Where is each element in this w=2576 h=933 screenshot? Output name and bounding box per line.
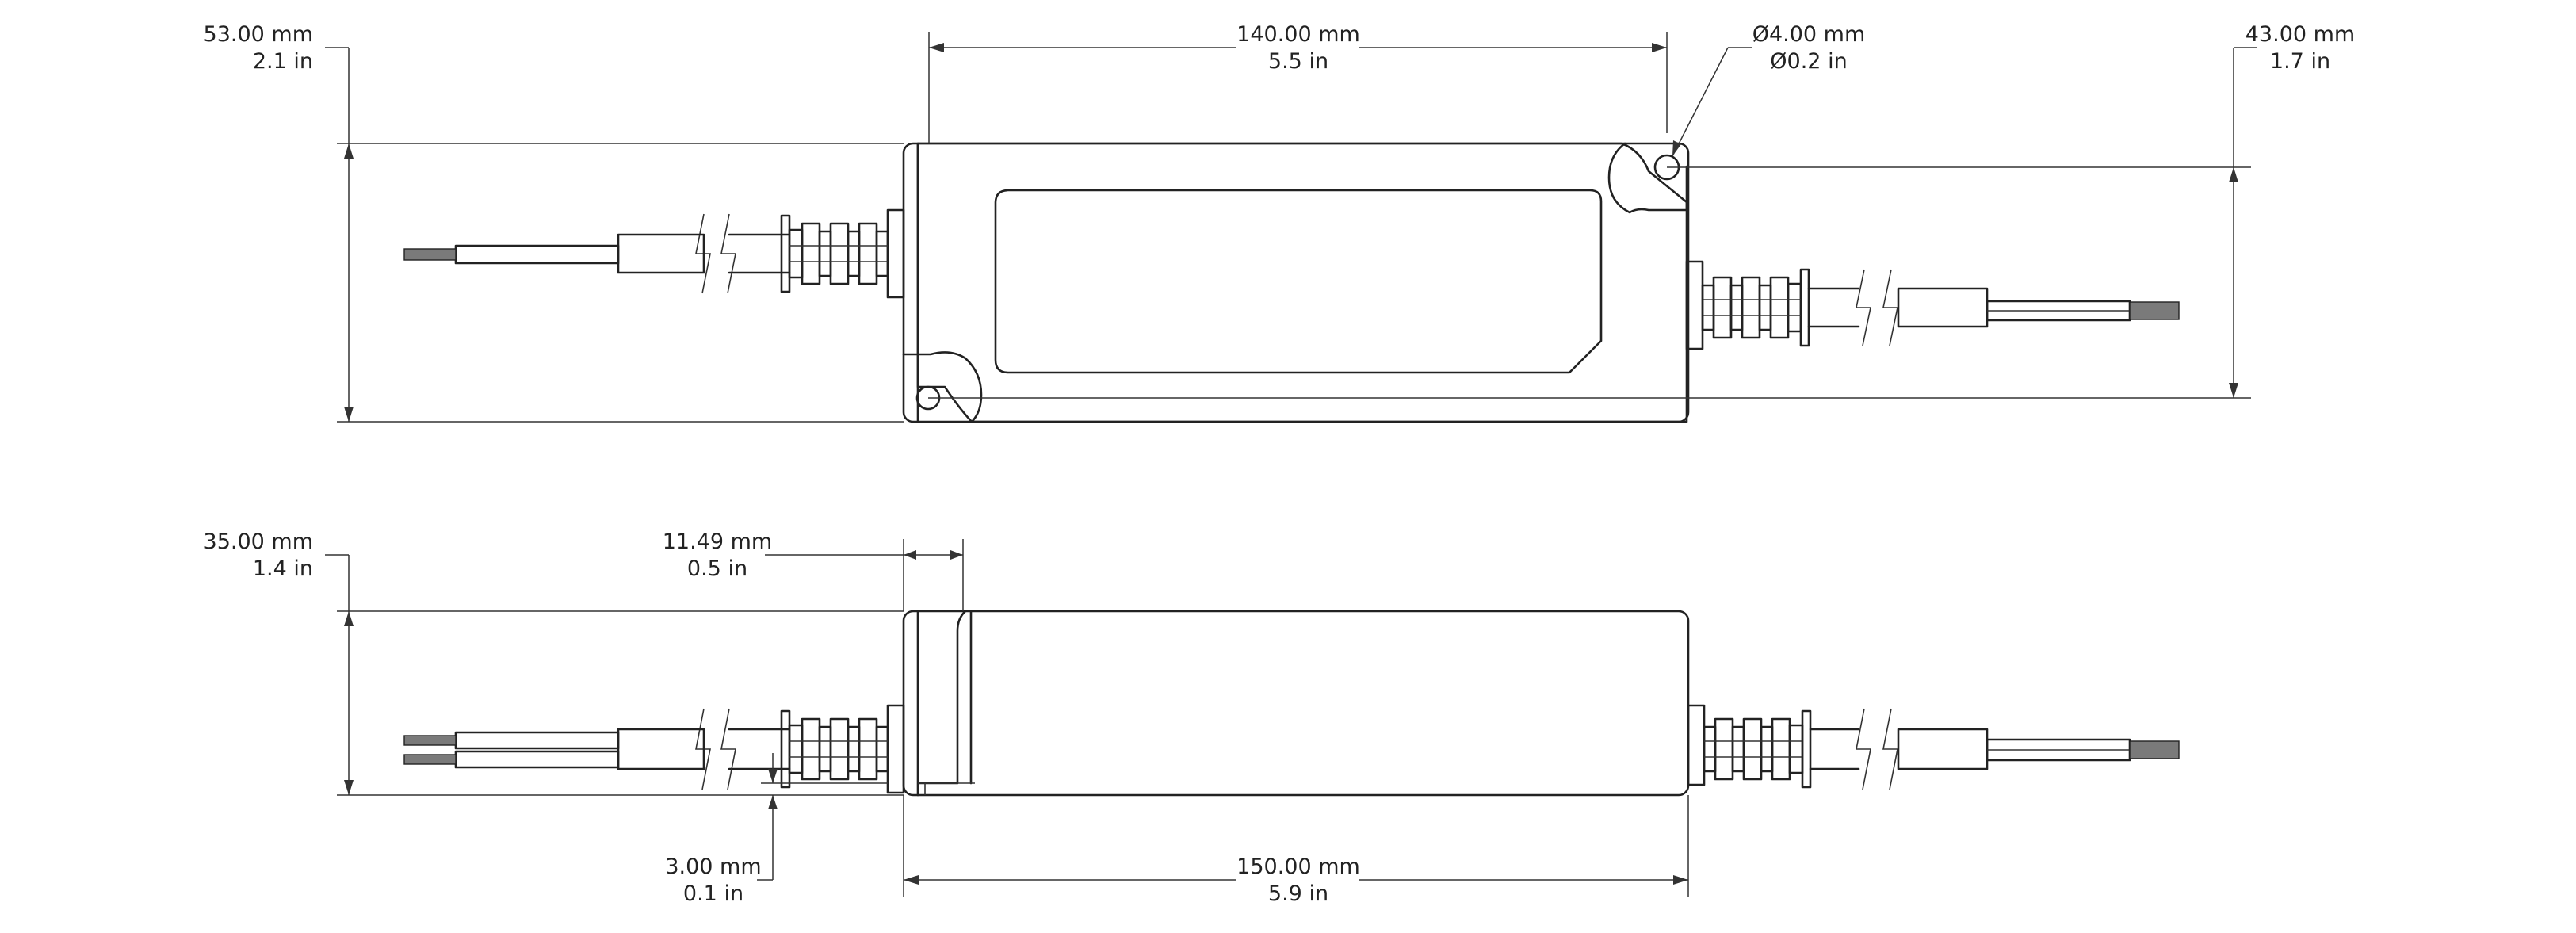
label-recess (994, 189, 1603, 374)
dim-top-height-in: 2.1 in (253, 49, 313, 74)
side-housing (902, 610, 1690, 797)
top-housing-outer (902, 142, 1690, 423)
top-right-cable (1701, 268, 2180, 347)
dim-hole-diameter: Ø4.00 mm Ø0.2 in (1672, 22, 1866, 157)
dim-side-height-in: 1.4 in (253, 556, 313, 581)
dim-overall-length-mm: 150.00 mm (1236, 855, 1360, 879)
dim-flange-width-mm: 11.49 mm (663, 530, 772, 554)
dim-hole-diameter-mm: Ø4.00 mm (1752, 22, 1866, 47)
top-housing (916, 142, 1688, 423)
side-left-cable (403, 708, 889, 790)
dim-hole-diameter-in: Ø0.2 in (1770, 49, 1847, 74)
dim-flange-thickness-in: 0.1 in (683, 881, 743, 906)
dim-top-height-mm: 53.00 mm (204, 22, 313, 47)
dim-overall-length: 150.00 mm 5.9 in (903, 795, 1689, 906)
dim-flange-width-in: 0.5 in (687, 556, 747, 581)
top-view (403, 142, 2180, 423)
dim-flange-thickness: 3.00 mm 0.1 in (665, 753, 888, 906)
side-right-cable (1703, 708, 2180, 790)
mount-ear-top-right (1607, 142, 1688, 214)
dim-top-length-mm: 140.00 mm (1236, 22, 1360, 47)
dim-flange-thickness-mm: 3.00 mm (665, 855, 761, 879)
dim-flange-width: 11.49 mm 0.5 in (663, 530, 964, 611)
top-left-cable (403, 213, 889, 294)
dim-side-height: 35.00 mm 1.4 in (204, 530, 904, 796)
dim-side-height-mm: 35.00 mm (204, 530, 313, 554)
dim-mount-spacing-in: 1.7 in (2270, 49, 2330, 74)
dim-mount-spacing-mm: 43.00 mm (2245, 22, 2355, 47)
dim-top-length: 140.00 mm 5.5 in (928, 22, 1668, 143)
mount-ear-bottom-left (902, 351, 983, 423)
dim-overall-length-in: 5.9 in (1268, 881, 1328, 906)
side-view (403, 610, 2180, 797)
dim-top-height: 53.00 mm 2.1 in (204, 22, 904, 423)
dim-top-length-in: 5.5 in (1268, 49, 1328, 74)
dim-mount-spacing: 43.00 mm 1.7 in (928, 22, 2355, 399)
